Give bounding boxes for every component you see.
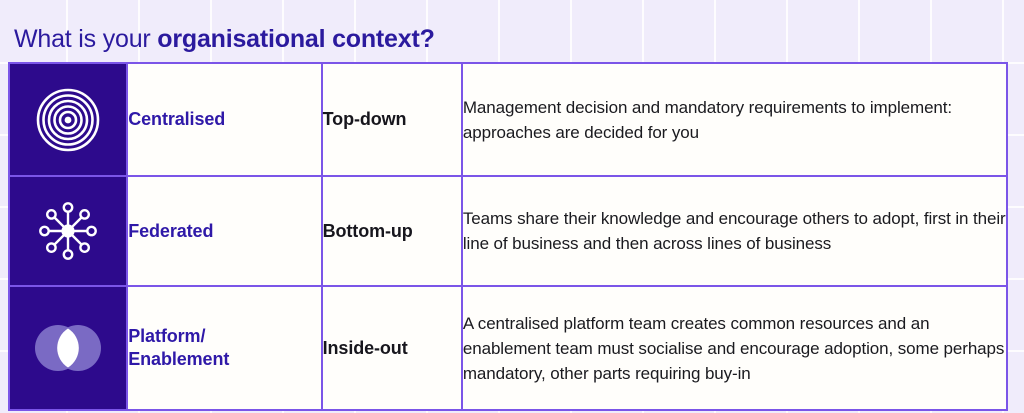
page-title-bold: organisational context? xyxy=(157,24,435,53)
organisational-context-table: Centralised Top-down Management decision… xyxy=(7,62,1009,411)
approach-name-line: Centralised xyxy=(128,109,226,129)
approach-name-line: Platform/ xyxy=(128,326,206,346)
hub-and-spoke-icon xyxy=(10,200,126,262)
approach-name-line: Enablement xyxy=(128,349,230,369)
direction-cell: Bottom-up xyxy=(320,175,463,287)
table-row: Centralised Top-down Management decision… xyxy=(7,62,1009,177)
venn-diagram-icon xyxy=(10,322,126,374)
description-cell: Teams share their knowledge and encourag… xyxy=(460,175,1009,287)
icon-cell-platform-enablement xyxy=(7,285,129,411)
direction-cell: Top-down xyxy=(320,62,463,177)
approach-name-cell: Federated xyxy=(126,175,323,287)
concentric-circles-icon xyxy=(10,87,126,153)
page-title: What is your organisational context? xyxy=(14,23,435,55)
description-cell: Management decision and mandatory requir… xyxy=(460,62,1009,177)
icon-cell-centralised xyxy=(7,62,129,177)
approach-name-cell: Centralised xyxy=(126,62,323,177)
table-row: Federated Bottom-up Teams share their kn… xyxy=(7,175,1009,287)
icon-cell-federated xyxy=(7,175,129,287)
description-cell: A centralised platform team creates comm… xyxy=(460,285,1009,411)
approach-name-line: Federated xyxy=(128,220,214,241)
direction-cell: Inside-out xyxy=(320,285,463,411)
page-title-light: What is your xyxy=(14,24,158,53)
approach-name-cell: Platform/ Enablement xyxy=(126,285,323,411)
table-row: Platform/ Enablement Inside-out A centra… xyxy=(7,285,1009,411)
